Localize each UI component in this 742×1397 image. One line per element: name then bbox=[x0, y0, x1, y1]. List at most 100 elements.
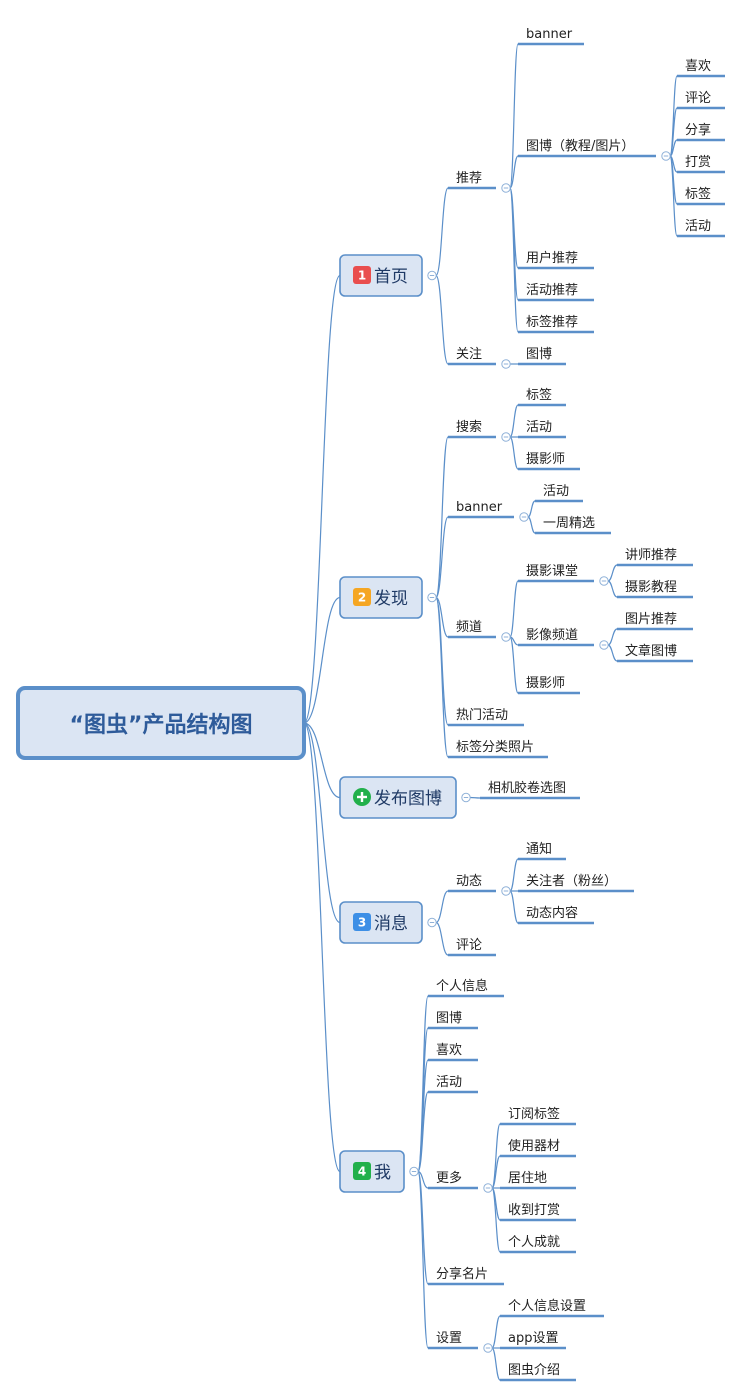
node-banner[interactable]: banner bbox=[456, 500, 503, 515]
node-个人信息[interactable]: 个人信息 bbox=[436, 978, 488, 994]
connector-line bbox=[491, 1123, 501, 1189]
connector-line bbox=[417, 1170, 429, 1349]
connector-line bbox=[509, 890, 519, 924]
branch-title-消息: 消息 bbox=[374, 914, 408, 934]
node-图博[interactable]: 图博 bbox=[526, 347, 552, 362]
connector-line bbox=[527, 500, 536, 518]
node-打赏[interactable]: 打赏 bbox=[685, 155, 711, 170]
root-node-title: “图虫”产品结构图 bbox=[70, 712, 253, 738]
connector-line bbox=[469, 796, 481, 799]
node-喜欢[interactable]: 喜欢 bbox=[436, 1043, 462, 1058]
node-更多[interactable]: 更多 bbox=[436, 1170, 462, 1186]
node-活动[interactable]: 活动 bbox=[685, 219, 711, 234]
branch-title-发现: 发现 bbox=[374, 589, 408, 609]
connector-line bbox=[417, 1091, 429, 1173]
node-文章图博[interactable]: 文章图博 bbox=[625, 643, 677, 659]
node-订阅标签[interactable]: 订阅标签 bbox=[508, 1106, 560, 1122]
connector-line bbox=[607, 628, 618, 646]
node-标签分类照片[interactable]: 标签分类照片 bbox=[456, 739, 534, 755]
connector-line bbox=[509, 580, 519, 638]
node-活动[interactable]: 活动 bbox=[436, 1075, 462, 1090]
priority-badge-icon bbox=[353, 588, 371, 606]
connector-line bbox=[607, 580, 618, 598]
node-关注[interactable]: 关注 bbox=[456, 347, 482, 362]
connector-line bbox=[491, 1187, 501, 1253]
branch-box-我[interactable] bbox=[339, 1150, 405, 1193]
node-banner[interactable]: banner bbox=[526, 27, 573, 42]
node-讲师推荐[interactable]: 讲师推荐 bbox=[625, 548, 677, 563]
connector-line bbox=[435, 436, 449, 599]
branch-box-首页[interactable] bbox=[339, 254, 423, 297]
node-动态[interactable]: 动态 bbox=[456, 874, 482, 889]
node-关注者-粉丝[interactable]: 关注者（粉丝） bbox=[526, 874, 617, 889]
node-搜索[interactable]: 搜索 bbox=[456, 420, 482, 435]
node-推荐[interactable]: 推荐 bbox=[456, 171, 482, 186]
node-动态内容[interactable]: 动态内容 bbox=[526, 905, 578, 921]
priority-badge-number: 2 bbox=[358, 591, 366, 605]
connector-line bbox=[509, 43, 519, 189]
priority-badge-icon bbox=[353, 266, 371, 284]
node-通知[interactable]: 通知 bbox=[526, 841, 552, 857]
node-标签推荐[interactable]: 标签推荐 bbox=[526, 314, 578, 330]
connector-line bbox=[527, 516, 536, 534]
node-使用器材[interactable]: 使用器材 bbox=[508, 1138, 560, 1154]
node-喜欢[interactable]: 喜欢 bbox=[685, 59, 711, 74]
node-一周精选[interactable]: 一周精选 bbox=[543, 516, 595, 531]
branch-title-首页: 首页 bbox=[374, 267, 408, 287]
priority-badge-icon bbox=[353, 913, 371, 931]
node-摄影教程[interactable]: 摄影教程 bbox=[625, 579, 677, 595]
connector-line bbox=[435, 187, 449, 277]
connector-line bbox=[669, 75, 678, 157]
root-node-box[interactable] bbox=[16, 686, 306, 760]
node-居住地[interactable]: 居住地 bbox=[508, 1171, 547, 1186]
connector-line bbox=[435, 274, 449, 365]
connector-line bbox=[509, 436, 519, 470]
node-app设置[interactable]: app设置 bbox=[508, 1331, 558, 1346]
connector-line bbox=[435, 921, 449, 956]
connector-line bbox=[435, 516, 449, 599]
connector-line bbox=[509, 155, 519, 189]
node-标签[interactable]: 标签 bbox=[526, 387, 552, 403]
branch-box-发布图博[interactable] bbox=[339, 776, 457, 819]
node-图博-教程-图片[interactable]: 图博（教程/图片） bbox=[526, 138, 634, 154]
node-标签[interactable]: 标签 bbox=[685, 186, 711, 202]
branch-title-我: 我 bbox=[374, 1163, 391, 1183]
priority-badge-number: 4 bbox=[358, 1165, 366, 1179]
node-图片推荐[interactable]: 图片推荐 bbox=[625, 612, 677, 627]
node-摄影师[interactable]: 摄影师 bbox=[526, 676, 565, 691]
node-活动推荐[interactable]: 活动推荐 bbox=[526, 283, 578, 298]
node-个人信息设置[interactable]: 个人信息设置 bbox=[508, 1298, 586, 1314]
plus-icon-v bbox=[360, 792, 364, 802]
node-图博[interactable]: 图博 bbox=[436, 1011, 462, 1026]
node-活动[interactable]: 活动 bbox=[543, 484, 569, 499]
node-分享[interactable]: 分享 bbox=[685, 122, 711, 138]
node-影像频道[interactable]: 影像频道 bbox=[526, 628, 578, 643]
node-分享名片[interactable]: 分享名片 bbox=[436, 1266, 488, 1282]
node-热门活动[interactable]: 热门活动 bbox=[456, 708, 508, 723]
node-用户推荐[interactable]: 用户推荐 bbox=[526, 250, 578, 266]
connector-line bbox=[417, 1170, 429, 1189]
branch-box-消息[interactable] bbox=[339, 901, 423, 944]
connector-line bbox=[491, 1347, 501, 1381]
branch-box-发现[interactable] bbox=[339, 576, 423, 619]
node-摄影课堂[interactable]: 摄影课堂 bbox=[526, 564, 578, 579]
node-相机胶卷选图[interactable]: 相机胶卷选图 bbox=[488, 780, 566, 796]
node-个人成就[interactable]: 个人成就 bbox=[508, 1235, 560, 1250]
node-活动[interactable]: 活动 bbox=[526, 420, 552, 435]
node-设置[interactable]: 设置 bbox=[436, 1331, 462, 1346]
connector-line bbox=[303, 596, 341, 724]
node-评论[interactable]: 评论 bbox=[456, 938, 482, 953]
priority-badge-number: 1 bbox=[358, 269, 366, 283]
node-图虫介绍[interactable]: 图虫介绍 bbox=[508, 1363, 560, 1378]
connector-lines bbox=[303, 43, 678, 1381]
connector-line bbox=[491, 1315, 501, 1349]
connector-line bbox=[669, 155, 678, 237]
connector-line bbox=[435, 596, 449, 758]
connector-line bbox=[509, 404, 519, 438]
node-评论[interactable]: 评论 bbox=[685, 91, 711, 106]
node-摄影师[interactable]: 摄影师 bbox=[526, 452, 565, 467]
node-收到打赏[interactable]: 收到打赏 bbox=[508, 1203, 560, 1218]
node-频道[interactable]: 频道 bbox=[456, 620, 482, 635]
